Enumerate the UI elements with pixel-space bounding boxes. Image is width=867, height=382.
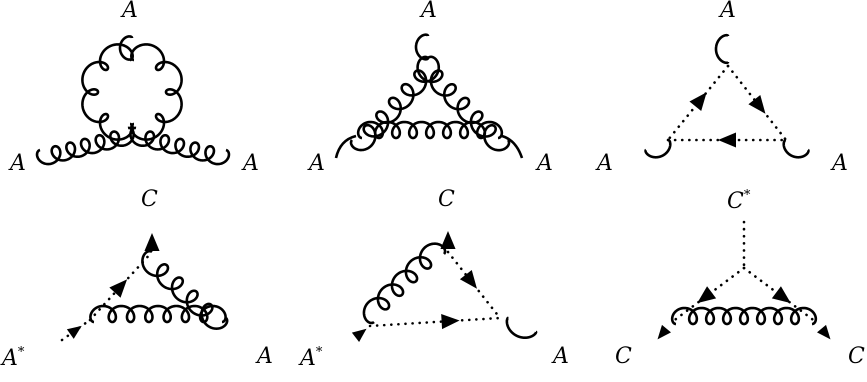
- diagram6-left-out-arrow: [657, 324, 671, 340]
- diagram1-top-label: A: [122, 0, 138, 23]
- diagram3-top-label: A: [720, 0, 736, 23]
- diagram5-right-external-gluon: [505, 316, 538, 340]
- diagram5-right-label: A: [553, 344, 569, 369]
- diagram5-top-label: C: [438, 187, 455, 212]
- diagram6-left-arrow: [697, 286, 717, 304]
- diagram4-right-label: A: [257, 344, 273, 369]
- diagram1-right-gluon-loop: [130, 43, 183, 141]
- diagram3-right-external-gluon: [782, 138, 810, 159]
- diagram2-left-label: A: [309, 151, 325, 176]
- diagram5-left-label: A*: [300, 345, 323, 371]
- diagram3-left-ghost-edge: [666, 64, 730, 142]
- diagram3-bottom-arrow: [718, 132, 736, 148]
- diagram4-top-arrow: [144, 233, 160, 251]
- diagram1-right-external-gluon: [129, 126, 231, 166]
- diagram2-right-label: A: [537, 151, 553, 176]
- diagram6-right-label: C: [848, 344, 865, 369]
- diagram4-top-label: C: [141, 187, 158, 212]
- diagram6-left-ghost-edge: [670, 266, 746, 324]
- diagram3-right-label: A: [832, 151, 848, 176]
- diagram2-bottom-gluon-edge: [356, 120, 504, 140]
- diagram5-top-arrow: [440, 231, 456, 249]
- diagram1-left-label: A: [10, 151, 26, 176]
- diagram5-left-gluon-edge: [362, 242, 447, 325]
- diagram4-incoming-ghost: [60, 318, 92, 342]
- diagram6-right-ghost-edge: [742, 266, 818, 324]
- diagram5-bottom-arrow: [441, 314, 460, 330]
- diagram6-top-label: C*: [727, 188, 751, 214]
- diagram3-left-external-gluon: [644, 138, 672, 159]
- diagram4-incoming-arrow: [66, 325, 82, 339]
- diagram3-right-arrow: [748, 94, 766, 114]
- diagram2-left-gluon-edge: [349, 55, 441, 152]
- diagram5-incoming-arrow: [351, 328, 367, 342]
- diagram3-top-external-gluon: [714, 33, 730, 65]
- diagram6-right-arrow: [771, 286, 791, 304]
- diagram5-bottom-ghost-edge: [368, 316, 502, 328]
- diagram2-right-gluon-edge: [416, 55, 511, 152]
- diagram1-top-external-gluon: [118, 35, 134, 61]
- diagram6-left-label: C: [615, 344, 632, 369]
- diagram3-right-ghost-edge: [726, 64, 788, 142]
- diagram2-top-external-gluon: [414, 33, 430, 61]
- diagram3-left-label: A: [597, 151, 613, 176]
- diagram1-left-gluon-loop: [81, 43, 134, 141]
- propagator-lines: [35, 33, 831, 342]
- diagram1-right-label: A: [243, 151, 259, 176]
- diagram4-left-arrow: [109, 279, 128, 298]
- diagram2-left-external-gluon: [334, 134, 357, 159]
- diagram6-bottom-gluon-edge: [670, 306, 818, 326]
- diagram2-top-label: A: [421, 0, 437, 23]
- diagram4-right-gluon-edge: [141, 249, 229, 330]
- diagram5-right-arrow: [459, 269, 477, 289]
- diagram6-right-out-arrow: [817, 324, 831, 340]
- diagram3-left-arrow: [689, 92, 707, 112]
- diagram4-left-label: A*: [2, 345, 25, 371]
- diagram1-left-external-gluon: [35, 126, 135, 166]
- diagram2-right-external-gluon: [501, 134, 524, 159]
- diagram4-left-ghost-edge: [88, 250, 154, 322]
- diagram4-bottom-gluon-edge: [89, 304, 227, 324]
